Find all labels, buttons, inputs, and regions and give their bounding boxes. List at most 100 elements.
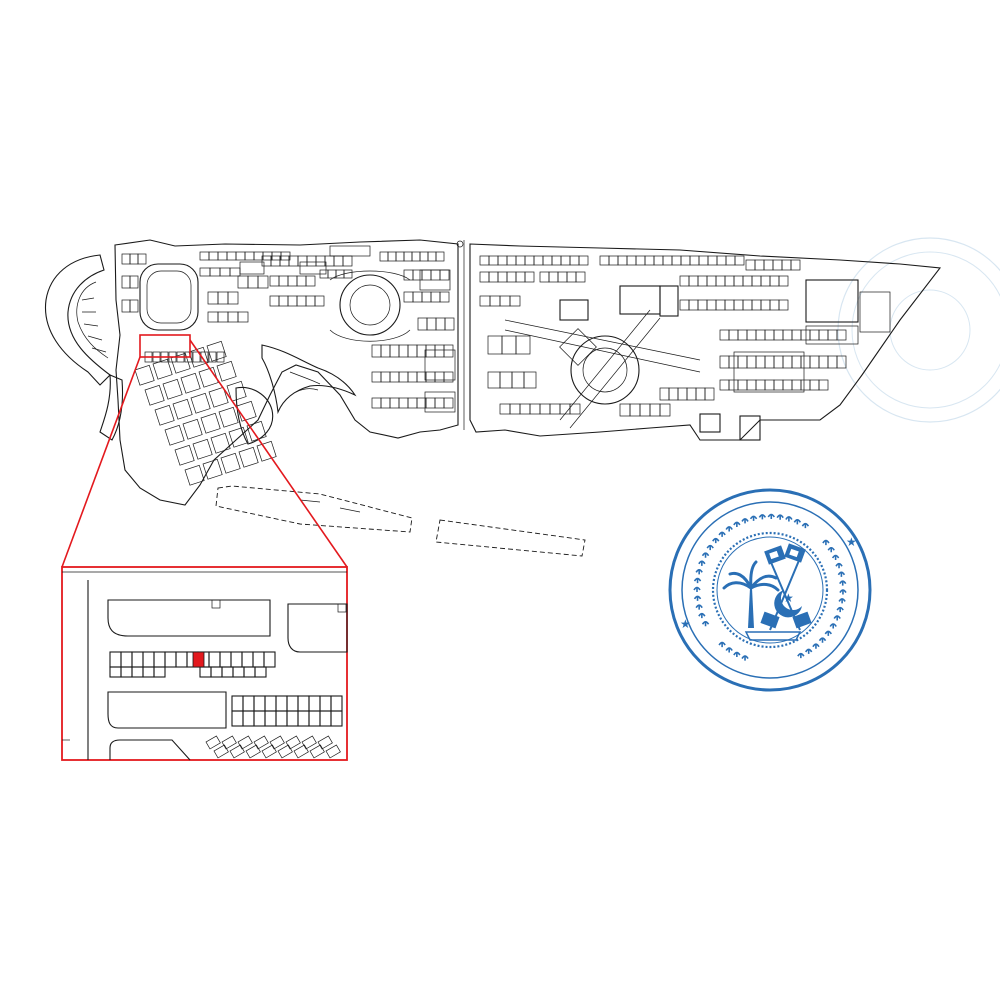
land-plot bbox=[256, 440, 277, 462]
land-plot bbox=[219, 267, 231, 277]
land-plot bbox=[836, 355, 847, 369]
southern-bay bbox=[235, 386, 274, 445]
land-plot bbox=[519, 403, 531, 415]
land-plot bbox=[529, 403, 541, 415]
land-plot bbox=[549, 403, 561, 415]
land-plot bbox=[809, 329, 820, 341]
land-plot bbox=[719, 329, 730, 341]
seal-script-glyph bbox=[785, 516, 793, 522]
east-landmass-outline bbox=[469, 243, 942, 441]
land-plot bbox=[435, 317, 446, 331]
seal-script-glyph bbox=[712, 537, 720, 544]
seal-script-glyph bbox=[824, 630, 832, 636]
land-plot bbox=[207, 311, 219, 323]
land-plot bbox=[208, 351, 217, 363]
land-plot bbox=[172, 398, 193, 420]
land-plot bbox=[398, 344, 409, 358]
land-plot bbox=[153, 666, 166, 678]
land-plot bbox=[425, 397, 436, 409]
seal-script-glyph bbox=[718, 641, 726, 648]
land-plot bbox=[497, 271, 508, 283]
land-plot bbox=[192, 438, 213, 460]
land-plot bbox=[205, 735, 221, 750]
land-plot bbox=[199, 251, 210, 261]
land-plot bbox=[539, 271, 550, 283]
land-plot bbox=[619, 285, 661, 315]
land-plot bbox=[488, 255, 499, 266]
seal-star-icon: ★ bbox=[846, 535, 857, 549]
land-plot bbox=[764, 329, 775, 341]
land-plot bbox=[208, 251, 219, 261]
land-plot bbox=[371, 397, 382, 409]
land-plot bbox=[287, 295, 298, 307]
land-plot bbox=[706, 299, 717, 311]
land-plot bbox=[697, 275, 708, 287]
land-plot bbox=[403, 291, 414, 303]
land-plot bbox=[489, 295, 501, 307]
land-plot bbox=[216, 351, 225, 363]
land-plot bbox=[324, 255, 335, 267]
land-plot bbox=[769, 299, 780, 311]
inner-lagoon bbox=[261, 344, 357, 415]
land-plot bbox=[499, 371, 513, 389]
land-plot bbox=[737, 379, 748, 391]
land-plot bbox=[679, 299, 690, 311]
land-plot bbox=[742, 275, 753, 287]
land-plot bbox=[254, 666, 267, 678]
land-plot bbox=[227, 311, 239, 323]
land-plot bbox=[737, 329, 748, 341]
land-plot bbox=[479, 295, 491, 307]
land-plot bbox=[309, 744, 325, 759]
inset-plot-row bbox=[109, 651, 276, 678]
land-plot bbox=[542, 255, 553, 266]
land-plot bbox=[499, 295, 511, 307]
land-plot bbox=[619, 403, 631, 417]
palm-crescent-star-emblem: ★ bbox=[722, 543, 812, 641]
land-plot bbox=[742, 299, 753, 311]
land-plot bbox=[342, 255, 353, 267]
seal-script-glyph bbox=[749, 515, 758, 521]
land-plot bbox=[724, 275, 735, 287]
land-plot bbox=[699, 413, 721, 433]
land-plot bbox=[506, 255, 517, 266]
land-plot bbox=[417, 317, 428, 331]
land-plot bbox=[479, 271, 490, 283]
highlight-zone-marker bbox=[139, 334, 191, 358]
land-plot bbox=[479, 255, 490, 266]
land-plot bbox=[389, 344, 400, 358]
land-plot bbox=[719, 379, 730, 391]
land-plot bbox=[745, 259, 756, 271]
land-plot bbox=[435, 251, 445, 262]
land-plot bbox=[557, 271, 568, 283]
land-plot bbox=[261, 255, 272, 267]
land-plot bbox=[398, 397, 409, 409]
land-plot bbox=[719, 355, 730, 369]
land-plot bbox=[389, 371, 400, 383]
land-plot bbox=[671, 255, 682, 266]
land-plot bbox=[715, 275, 726, 287]
land-plot bbox=[644, 255, 655, 266]
east-city-blocks bbox=[479, 255, 847, 441]
land-plot bbox=[791, 329, 802, 341]
land-plot bbox=[764, 379, 775, 391]
land-plot bbox=[769, 275, 780, 287]
land-plot bbox=[296, 275, 307, 287]
seal-script-glyph bbox=[836, 606, 844, 613]
land-plot bbox=[728, 379, 739, 391]
land-plot bbox=[217, 251, 228, 261]
land-plot bbox=[137, 253, 147, 265]
seal-script-glyph bbox=[838, 598, 846, 604]
land-plot bbox=[407, 371, 418, 383]
land-plot bbox=[343, 269, 353, 279]
land-plot bbox=[210, 432, 231, 454]
land-plot bbox=[781, 259, 792, 271]
land-plot bbox=[306, 255, 317, 267]
west-city-blocks bbox=[121, 245, 456, 413]
selected-plot[interactable] bbox=[192, 651, 205, 668]
land-plot bbox=[217, 311, 229, 323]
land-plot bbox=[216, 360, 237, 382]
land-plot bbox=[809, 355, 820, 369]
land-plot bbox=[246, 420, 267, 442]
land-plot bbox=[499, 403, 511, 415]
seal-script-glyph bbox=[829, 623, 837, 629]
